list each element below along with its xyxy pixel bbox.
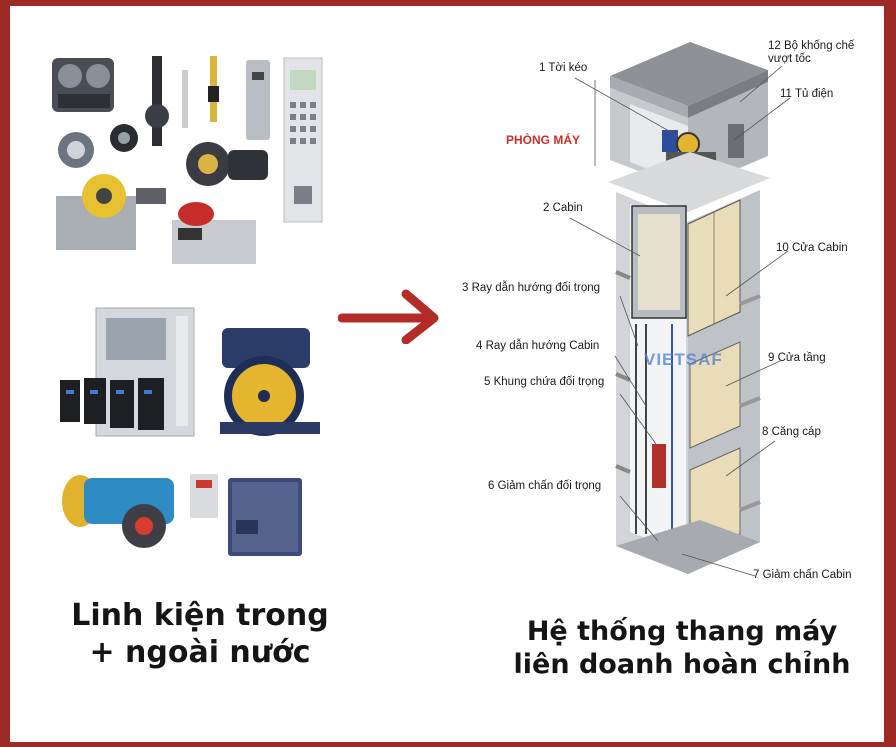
part-label-4: 4 Ray dẫn hướng Cabin	[476, 340, 600, 352]
left-caption-line-1: Linh kiện trong	[71, 598, 329, 633]
components-collage	[52, 56, 323, 556]
inverter-photo-group	[62, 474, 302, 556]
leader-lines	[569, 65, 791, 577]
landing-door-1	[689, 341, 741, 449]
part-label-1: 1 Tời kéo	[539, 62, 588, 74]
left-caption: Linh kiện trong + ngoài nước	[30, 598, 370, 671]
part-label-12: 12 Bộ khống chế vượt tốc	[768, 40, 855, 66]
part-label-11: 11 Tủ điện	[780, 88, 834, 100]
part-label-2: 2 Cabin	[543, 202, 583, 214]
part-label-5: 5 Khung chứa đối trọng	[484, 376, 605, 388]
part-label-3: 3 Ray dẫn hướng đối trọng	[462, 282, 601, 294]
part-label-9: 9 Cửa tầng	[768, 352, 826, 364]
right-caption: Hệ thống thang máy liên doanh hoàn chỉnh	[490, 616, 874, 682]
part-label-8: 8 Căng cáp	[762, 426, 821, 438]
counterweight	[652, 444, 666, 488]
machine-room-label: PHÒNG MÁY	[506, 133, 581, 147]
right-caption-line-2: liên doanh hoàn chỉnh	[513, 648, 851, 680]
parts-photo-group	[52, 56, 323, 264]
part-label-6: 6 Giảm chấn đối trọng	[488, 480, 602, 492]
content-panel: PHÒNG MÁY VIETSAF 1 Tời kéo 2 Cabin 3 Ra…	[10, 6, 884, 742]
controller-photo-group	[60, 307, 320, 437]
part-label-10: 10 Cửa Cabin	[776, 242, 848, 254]
part-label-7: 7 Giảm chấn Cabin	[753, 569, 852, 581]
right-caption-line-1: Hệ thống thang máy	[526, 616, 838, 647]
roof	[610, 42, 768, 106]
elevator-shaft-diagram	[608, 42, 770, 574]
right-arrow-icon	[338, 289, 439, 344]
left-caption-line-2: + ngoài nước	[89, 634, 311, 670]
watermark: VIETSAF	[644, 350, 723, 369]
